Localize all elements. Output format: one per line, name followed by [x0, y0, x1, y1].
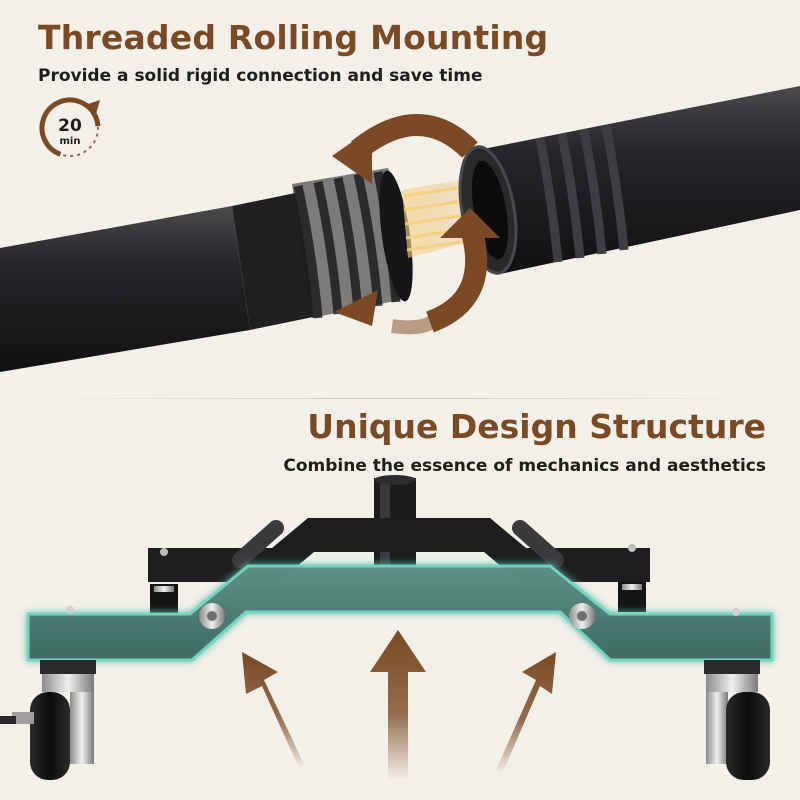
bottom-section-subtitle: Combine the essence of mechanics and aes…	[283, 456, 766, 476]
top-section-subtitle: Provide a solid rigid connection and sav…	[38, 66, 483, 86]
up-arrow-center-icon	[370, 630, 426, 780]
section-divider	[20, 398, 780, 399]
front-left-caster	[0, 660, 96, 780]
up-arrow-left-icon	[242, 652, 304, 770]
front-right-caster	[704, 660, 770, 780]
top-section-title: Threaded Rolling Mounting	[38, 18, 549, 57]
bottom-section-title: Unique Design Structure	[307, 407, 766, 446]
rotate-arrow-left-icon	[334, 290, 378, 326]
rotate-arrow-lower-icon	[391, 208, 500, 335]
teal-highlight-frame	[26, 564, 774, 662]
rear-casters	[150, 582, 646, 614]
up-arrow-right-icon	[496, 652, 556, 774]
left-pole	[0, 168, 413, 372]
right-pole-thread	[535, 125, 629, 263]
timer-arrow-icon	[39, 97, 101, 159]
frame-bolts	[66, 603, 740, 629]
right-pole	[458, 86, 800, 275]
rotate-arrow-upper-icon	[332, 114, 478, 184]
timer-unit: min	[59, 136, 81, 147]
timer-value: 20	[58, 116, 82, 136]
